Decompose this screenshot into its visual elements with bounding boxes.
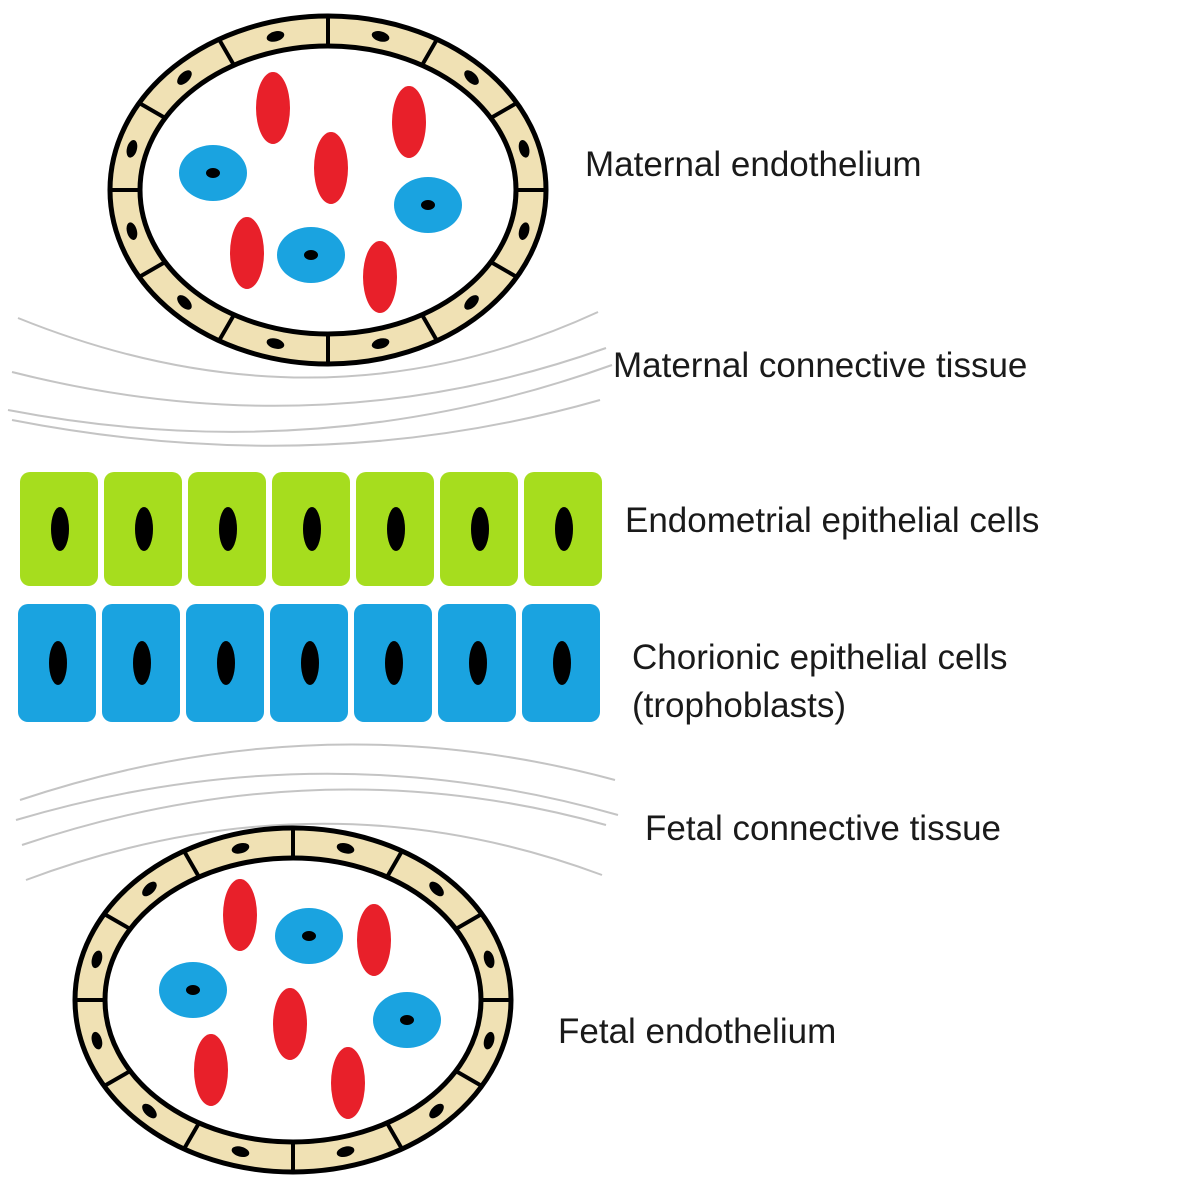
maternal-endothelial-nucleus [464,70,479,85]
chorionic-epithelial-nucleus [385,641,403,685]
fetal-endothelial-nucleus [429,881,444,897]
fetal-white-blood-cell-nucleus [400,1015,414,1025]
fetal-endothelial-nucleus [483,950,495,969]
maternal-connective-fiber [11,399,601,447]
maternal-endothelial-nucleus [371,31,390,42]
fetal-connective-tissue-fibers [15,743,619,881]
maternal-red-blood-cell [363,241,397,313]
label-maternal-endothelium: Maternal endothelium [585,145,922,184]
fetal-endothelial-nucleus [91,1031,103,1050]
maternal-cell-boundary [420,38,439,67]
fetal-cell-boundary [385,1121,404,1150]
fetal-red-blood-cell [273,988,307,1060]
fetal-cell-boundary [454,1069,483,1088]
fetal-endothelial-nucleus [231,842,250,854]
maternal-red-blood-cell [230,217,264,289]
endometrial-epithelial-nucleus [219,507,237,551]
maternal-red-blood-cell [392,86,426,158]
maternal-connective-fiber [7,364,613,433]
maternal-endothelial-nucleus [464,295,479,310]
maternal-endothelial-nucleus [266,338,285,349]
maternal-cell-boundary [489,260,518,279]
fetal-connective-fiber [25,822,603,881]
maternal-connective-fiber [11,347,607,407]
label-fetal-connective-tissue: Fetal connective tissue [645,809,1002,848]
fetal-blood-vessel [72,825,514,1175]
endometrial-epithelial-nucleus [555,507,573,551]
label-trophoblasts: (trophoblasts) [632,686,846,725]
fetal-connective-fiber [15,772,619,821]
fetal-blood-cells [159,879,441,1119]
maternal-connective-tissue-fibers [7,311,613,447]
fetal-cell-boundary [385,850,404,879]
maternal-blood-cells [179,72,462,313]
fetal-endothelial-nucleus [336,842,355,854]
fetal-cell-boundary [182,1121,201,1150]
maternal-cell-boundary [138,101,167,120]
maternal-cell-boundary [217,313,236,342]
fetal-endothelial-nucleus [483,1031,495,1050]
fetal-cell-boundary [103,912,132,931]
chorionic-epithelial-nucleus [469,641,487,685]
chorionic-epithelial-nucleus [49,641,67,685]
maternal-white-blood-cell-nucleus [304,250,318,260]
fetal-connective-fiber [21,788,607,846]
maternal-endothelial-wall [107,13,549,367]
fetal-endothelial-nucleus [429,1103,444,1119]
fetal-endothelial-nucleus [142,1103,157,1119]
fetal-endothelial-nucleus [336,1146,355,1158]
chorionic-epithelial-nucleus [553,641,571,685]
maternal-endothelial-nucleus [518,140,530,158]
maternal-endothelial-nucleus [126,222,138,240]
fetal-endothelial-nucleus [231,1146,250,1158]
maternal-cell-boundary [420,313,439,342]
endometrial-epithelial-layer [20,472,602,586]
label-chorionic-epithelial-cells: Chorionic epithelial cells [632,638,1008,677]
maternal-connective-fiber [17,311,599,379]
fetal-connective-fiber [19,743,616,801]
endometrial-epithelial-nucleus [387,507,405,551]
maternal-endothelial-nucleus [518,222,530,240]
label-endometrial-epithelial-cells: Endometrial epithelial cells [625,501,1040,540]
fetal-white-blood-cell-nucleus [186,985,200,995]
fetal-red-blood-cell [223,879,257,951]
maternal-red-blood-cell [256,72,290,144]
endometrial-epithelial-nucleus [135,507,153,551]
maternal-endothelial-nucleus [177,70,192,85]
maternal-cell-boundary [217,38,236,67]
maternal-cell-boundary [138,260,167,279]
endometrial-epithelial-nucleus [303,507,321,551]
maternal-white-blood-cell-nucleus [206,168,220,178]
fetal-red-blood-cell [194,1034,228,1106]
maternal-endothelial-nucleus [126,140,138,158]
fetal-cell-boundary [182,850,201,879]
label-maternal-connective-tissue: Maternal connective tissue [613,346,1028,385]
chorionic-epithelial-nucleus [217,641,235,685]
maternal-endothelial-nucleus [266,31,285,42]
maternal-cell-boundary [489,101,518,120]
fetal-white-blood-cell-nucleus [302,931,316,941]
maternal-endothelial-nucleus [371,338,390,349]
chorionic-epithelial-nucleus [301,641,319,685]
endometrial-epithelial-nucleus [471,507,489,551]
fetal-endothelial-wall [72,825,514,1175]
chorionic-epithelial-layer [18,604,600,722]
maternal-white-blood-cell-nucleus [421,200,435,210]
maternal-blood-vessel [107,13,549,367]
fetal-endothelial-nucleus [91,950,103,969]
fetal-endothelial-nucleus [142,881,157,897]
fetal-cell-boundary [454,912,483,931]
endometrial-epithelial-nucleus [51,507,69,551]
maternal-red-blood-cell [314,132,348,204]
fetal-red-blood-cell [331,1047,365,1119]
label-fetal-endothelium: Fetal endothelium [558,1012,837,1051]
fetal-cell-boundary [103,1069,132,1088]
chorionic-epithelial-nucleus [133,641,151,685]
fetal-red-blood-cell [357,904,391,976]
maternal-endothelial-nucleus [177,295,192,310]
